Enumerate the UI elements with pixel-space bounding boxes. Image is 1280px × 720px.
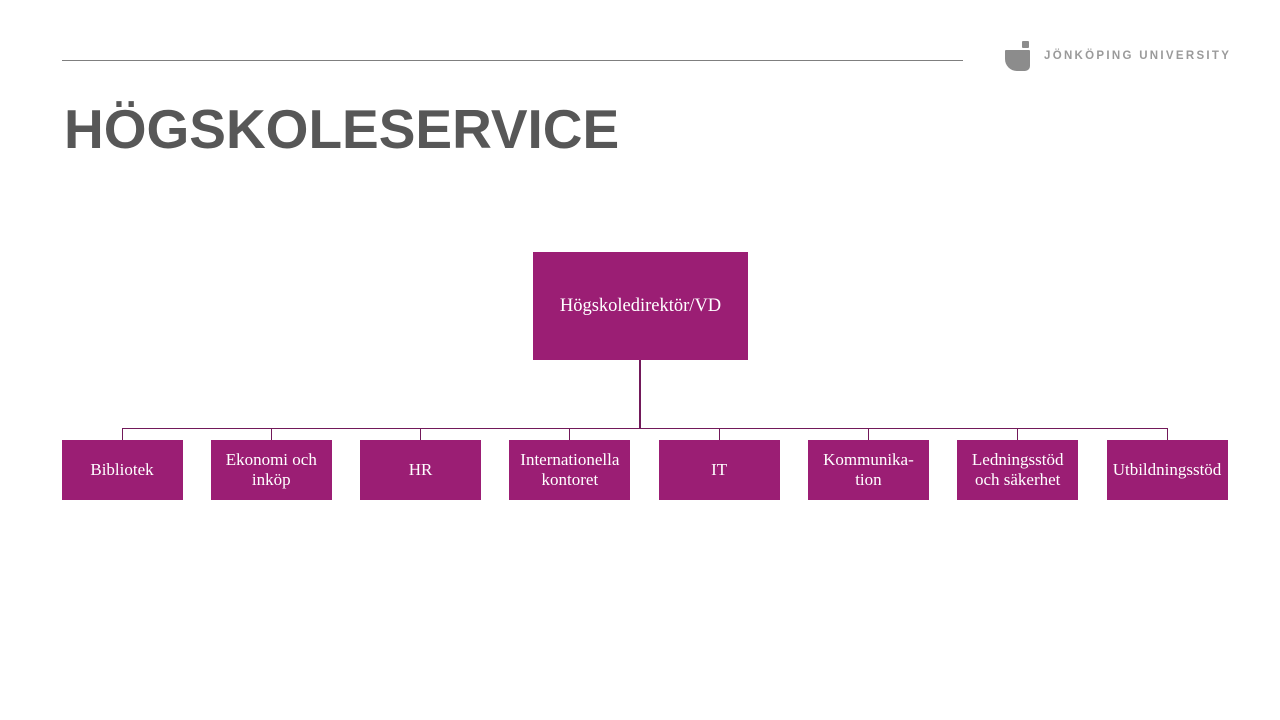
- connector-drop: [569, 428, 571, 440]
- org-node-child: Ekonomi och inköp: [210, 440, 332, 500]
- connector-drop: [718, 428, 720, 440]
- org-node-label: Ekonomi och inköp: [225, 450, 317, 489]
- org-node-child: Internationella kontoret: [509, 440, 631, 500]
- org-node-child: Ledningsstöd och säkerhet: [957, 440, 1079, 500]
- connector-drop: [270, 428, 272, 440]
- connector-drop: [420, 428, 422, 440]
- org-node-child: Utbildningsstöd: [1106, 440, 1228, 500]
- org-node-label: Bibliotek: [90, 460, 154, 479]
- connector-drop: [1166, 428, 1168, 440]
- org-node-child: Bibliotek: [61, 440, 183, 500]
- org-node-label: Internationella kontoret: [520, 450, 620, 489]
- org-node-label: Kommunika- tion: [823, 450, 914, 489]
- ju-logo-icon: [1005, 41, 1031, 71]
- connector-drop: [121, 428, 123, 440]
- connector-drop: [867, 428, 869, 440]
- connector-root-stem: [639, 360, 641, 428]
- university-logo-text: JÖNKÖPING UNIVERSITY: [1044, 50, 1232, 62]
- org-node-root-label: Högskoledirektör/VD: [559, 295, 722, 316]
- connector-drop: [1017, 428, 1019, 440]
- ju-logo-bowl: [1005, 50, 1030, 71]
- university-logo: JÖNKÖPING UNIVERSITY: [1005, 40, 1231, 72]
- header-rule: [62, 60, 963, 61]
- org-node-label: Utbildningsstöd: [1112, 460, 1222, 479]
- connector-horizontal: [122, 428, 1167, 429]
- org-node-child: Kommunika- tion: [807, 440, 929, 500]
- org-node-child: HR: [360, 440, 482, 500]
- page-title: HÖGSKOLESERVICE: [64, 98, 620, 160]
- org-node-label: IT: [711, 460, 728, 479]
- org-node-root: Högskoledirektör/VD: [533, 252, 748, 360]
- org-node-label: HR: [408, 460, 433, 479]
- org-node-label: Ledningsstöd och säkerhet: [971, 450, 1064, 489]
- org-node-child: IT: [658, 440, 780, 500]
- ju-logo-dot: [1022, 41, 1029, 48]
